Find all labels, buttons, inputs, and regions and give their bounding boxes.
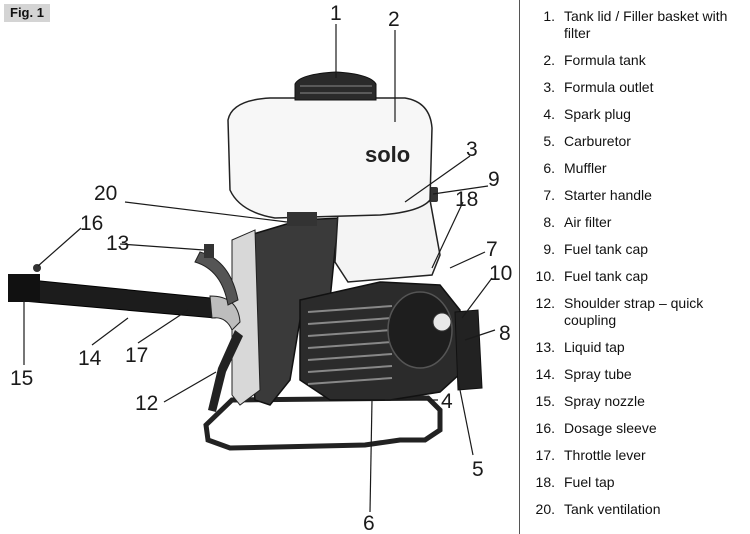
legend-label: Muffler [564,160,607,176]
legend-divider [519,0,520,534]
spray-tube [8,274,241,331]
legend-item: 10. Fuel tank cap [528,266,746,293]
elbow-hose [194,244,239,306]
legend-label: Tank ventilation [564,501,661,517]
callout-13: 13 [106,232,129,255]
legend-label: Spray tube [564,366,632,382]
shoulder-strap [208,330,243,412]
figure-label: Fig. 1 [4,4,50,22]
legend-item: 2. Formula tank [528,50,746,77]
legend-number: 1. [543,8,555,24]
legend-label: Air filter [564,214,612,230]
air-filter-housing [454,309,483,391]
legend-item: 3. Formula outlet [528,77,746,104]
callout-5: 5 [472,458,484,481]
callout-15: 15 [10,367,33,390]
mist-blower-illustration: solo [8,2,512,534]
cylinder-fins [307,305,393,385]
legend-item: 14. Spray tube [528,364,746,391]
legend-item: 8. Air filter [528,212,746,239]
legend-item: 7. Starter handle [528,185,746,212]
legend-label: Fuel tap [564,474,615,490]
legend-number: 14. [535,366,555,382]
legend-number: 10. [535,268,555,284]
legend-number: 18. [535,474,555,490]
legend-number: 17. [535,447,555,463]
legend-item: 12. Shoulder strap – quick coupling [528,293,746,337]
legend-label: Liquid tap [564,339,625,355]
callout-20: 20 [94,182,117,205]
legend-number: 7. [543,187,555,203]
legend-number: 20. [535,501,555,517]
callout-18: 18 [455,188,478,211]
legend-label: Spray nozzle [564,393,645,409]
callout-16: 16 [80,212,103,235]
legend-item: 17. Throttle lever [528,445,746,472]
legend-label: Carburetor [564,133,631,149]
legend-number: 4. [543,106,555,122]
legend-label: Dosage sleeve [564,420,657,436]
dosage-sleeve [33,264,41,272]
callout-3: 3 [466,138,478,161]
legend-item: 18. Fuel tap [528,472,746,499]
callout-9: 9 [488,168,500,191]
formula-tank [227,71,433,226]
legend-item: 4. Spark plug [528,104,746,131]
legend-number: 6. [543,160,555,176]
fan-cover [387,291,453,369]
callout-12: 12 [135,392,158,415]
back-support [231,229,261,406]
callout-7: 7 [486,238,498,261]
legend-number: 15. [535,393,555,409]
legend-number: 13. [535,339,555,355]
legend-item: 16. Dosage sleeve [528,418,746,445]
parts-legend: 1. Tank lid / Filler basket with filter … [528,6,746,526]
legend-number: 9. [543,241,555,257]
legend-item: 15. Spray nozzle [528,391,746,418]
legend-item: 13. Liquid tap [528,337,746,364]
carrying-frame [203,395,443,451]
legend-number: 2. [543,52,555,68]
callout-8: 8 [499,322,511,345]
legend-label: Shoulder strap – quick coupling [564,295,704,328]
legend-item: 5. Carburetor [528,131,746,158]
legend-number: 16. [535,420,555,436]
legend-label: Spark plug [564,106,631,122]
legend-item: 20. Tank ventilation [528,499,746,526]
legend-label: Throttle lever [564,447,646,463]
legend-item: 1. Tank lid / Filler basket with filter [528,6,746,50]
legend-number: 12. [535,295,555,311]
brand-logo: solo [365,142,410,167]
callout-17: 17 [125,344,148,367]
legend-label: Fuel tank cap [564,241,649,257]
callout-6: 6 [363,512,375,534]
legend-label: Tank lid / Filler basket with filter [564,8,728,41]
callout-numbers: 1 2 3 4 5 6 7 8 9 10 12 13 14 15 16 17 1… [10,2,512,534]
callout-2: 2 [388,8,400,31]
callout-4: 4 [441,390,453,413]
callout-10: 10 [489,262,512,285]
legend-number: 3. [543,79,555,95]
legend-number: 5. [543,133,555,149]
callout-1: 1 [330,2,342,25]
callout-14: 14 [78,347,102,370]
leader-lines [23,24,496,513]
legend-item: 6. Muffler [528,158,746,185]
legend-item: 9. Fuel tank cap [528,239,746,266]
legend-label: Formula outlet [564,79,654,95]
legend-label: Formula tank [564,52,646,68]
legend-label: Starter handle [564,187,652,203]
legend-number: 8. [543,214,555,230]
legend-label: Fuel tank cap [564,268,649,284]
